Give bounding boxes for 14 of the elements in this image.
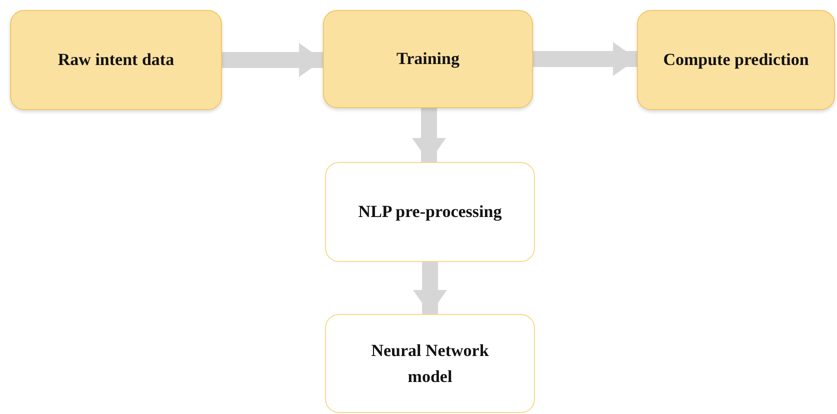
process-box	[323, 10, 533, 108]
process-box	[637, 10, 835, 110]
process-box	[325, 314, 535, 413]
process-box	[325, 162, 535, 262]
arrow	[222, 43, 323, 77]
arrow	[412, 108, 446, 162]
box-label: NLP pre-processing	[358, 201, 502, 224]
box-label: Compute prediction	[663, 49, 809, 72]
process-box	[10, 10, 222, 110]
box-label: Raw intent data	[58, 49, 174, 72]
box-label: Training	[396, 48, 460, 70]
box-label: Neural Network model	[370, 340, 490, 388]
arrow	[533, 42, 637, 76]
arrow	[413, 262, 447, 314]
